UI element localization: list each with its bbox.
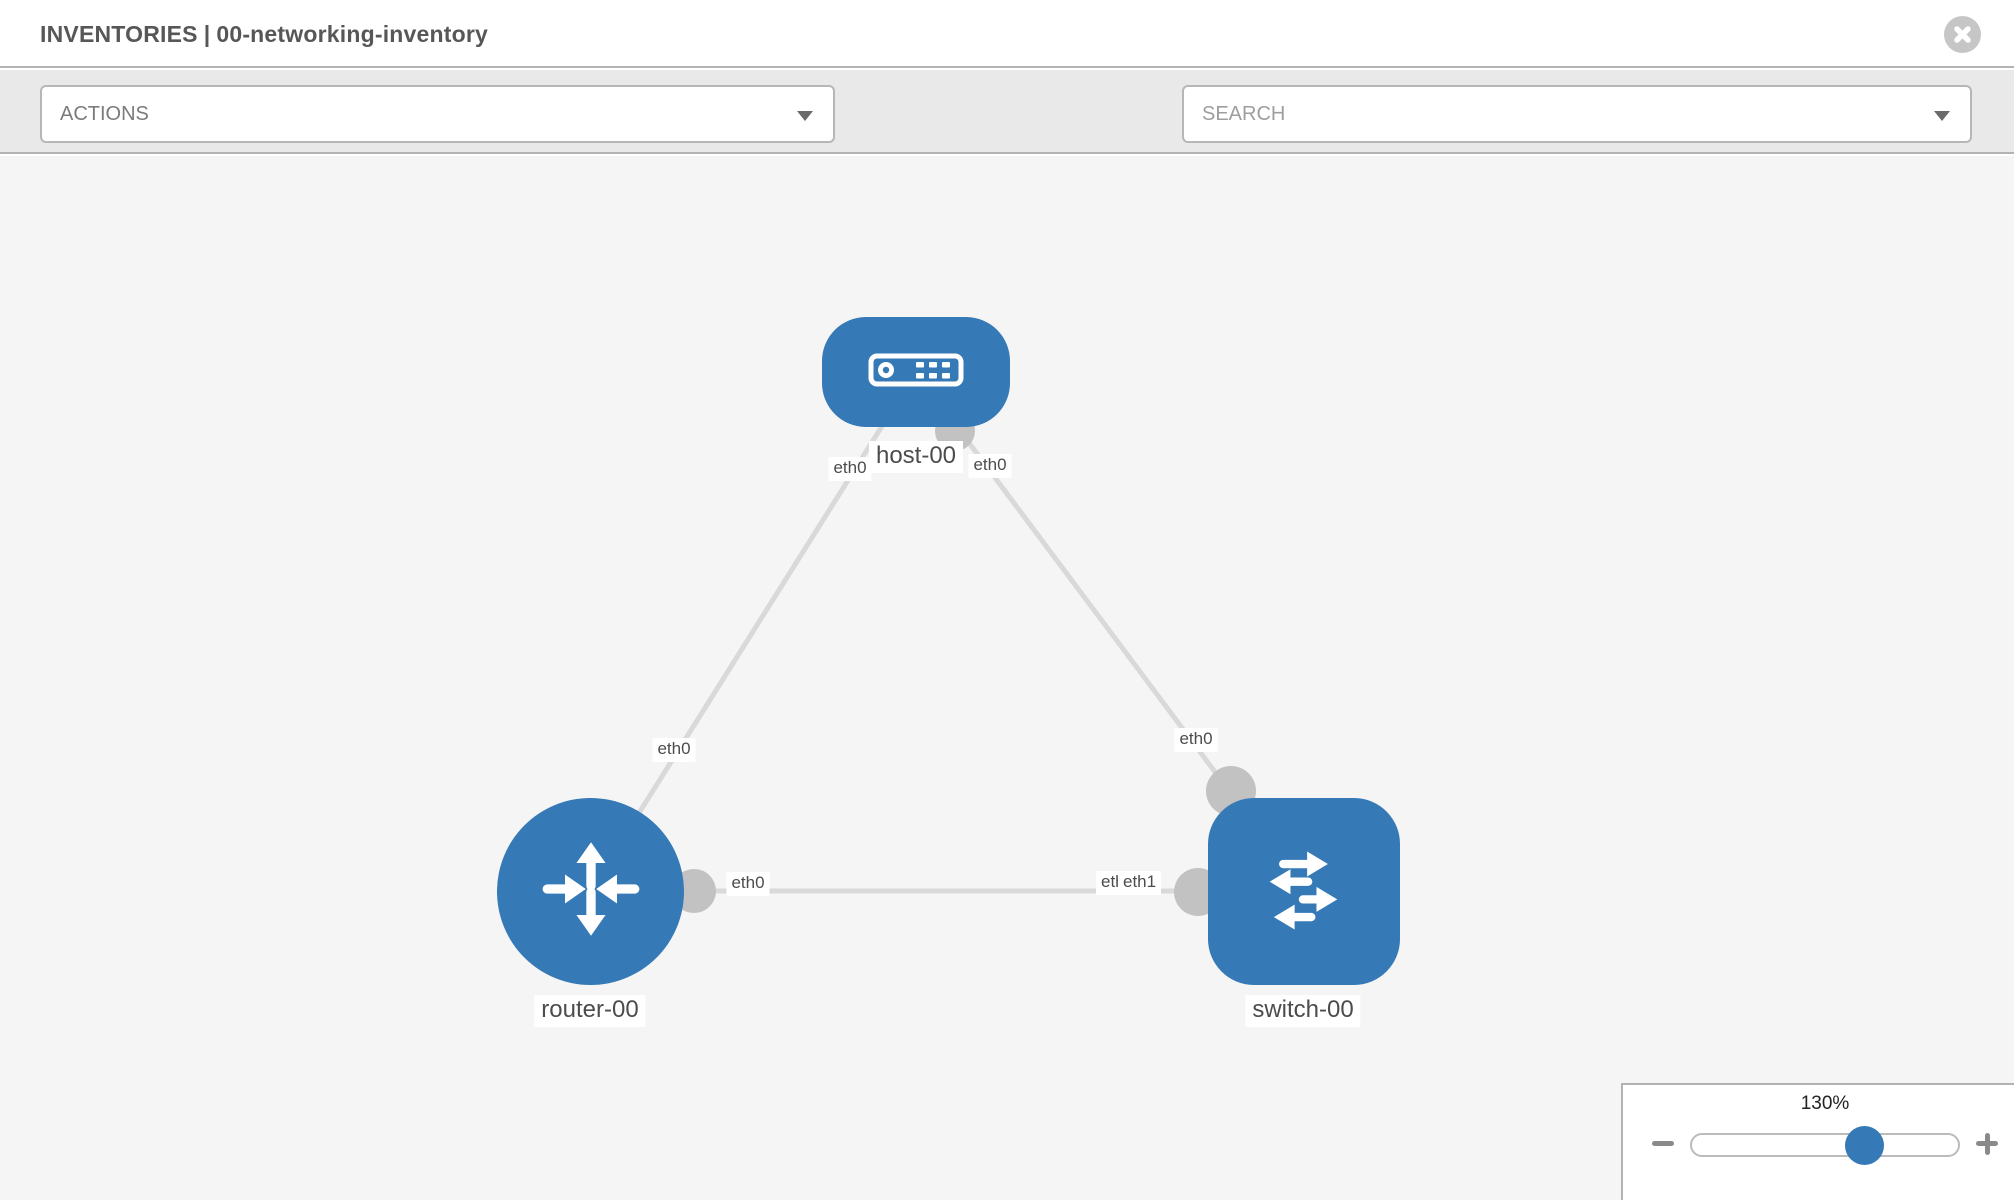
router-icon — [539, 837, 643, 946]
inventory-name: 00-networking-inventory — [216, 21, 489, 47]
interface-label-host-eth0-right: eth0 — [968, 454, 1012, 478]
zoom-out-button[interactable] — [1649, 1129, 1677, 1157]
node-router-00[interactable] — [497, 798, 684, 985]
page-title-separator: | — [203, 21, 211, 47]
toolbar: ACTIONS — [0, 70, 2014, 196]
chevron-down-icon — [797, 111, 813, 121]
node-label-router: router-00 — [534, 995, 646, 1027]
zoom-percentage: 130% — [1800, 1093, 1850, 1114]
page-title-section: INVENTORIES — [40, 21, 198, 47]
zoom-in-button[interactable] — [1973, 1129, 2001, 1157]
actions-dropdown[interactable]: ACTIONS — [40, 85, 835, 143]
interface-label-switch-eth1: eth1 — [1118, 871, 1162, 895]
chevron-down-icon — [1934, 111, 1950, 121]
zoom-control-panel: 130% — [1621, 1083, 2014, 1200]
interface-label-switch-eth0-up: eth0 — [1174, 728, 1218, 752]
zoom-slider-handle[interactable] — [1845, 1126, 1884, 1165]
interface-label-router-eth0: eth0 — [726, 872, 770, 896]
interface-label-router-eth0-up: eth0 — [652, 738, 696, 762]
page-title: INVENTORIES|00-networking-inventory — [40, 0, 494, 68]
topology-canvas[interactable] — [0, 156, 2014, 1200]
zoom-slider-track[interactable] — [1690, 1133, 1960, 1157]
topology-edges — [587, 370, 1307, 916]
host-icon — [868, 353, 964, 392]
actions-dropdown-label: ACTIONS — [60, 103, 149, 125]
search-dropdown-label: SEARCH — [1202, 103, 1286, 125]
search-dropdown[interactable]: SEARCH — [1182, 85, 1972, 143]
header-bar: INVENTORIES|00-networking-inventory — [0, 0, 2014, 68]
node-label-switch: switch-00 — [1245, 995, 1361, 1027]
switch-icon — [1252, 837, 1356, 946]
minus-icon — [1652, 1141, 1674, 1146]
interface-label-host-eth0-left: eth0 — [828, 457, 872, 481]
node-switch-00[interactable] — [1208, 798, 1400, 985]
close-button[interactable] — [1944, 16, 1981, 53]
node-label-host: host-00 — [868, 441, 964, 473]
node-host-00[interactable] — [822, 317, 1010, 427]
